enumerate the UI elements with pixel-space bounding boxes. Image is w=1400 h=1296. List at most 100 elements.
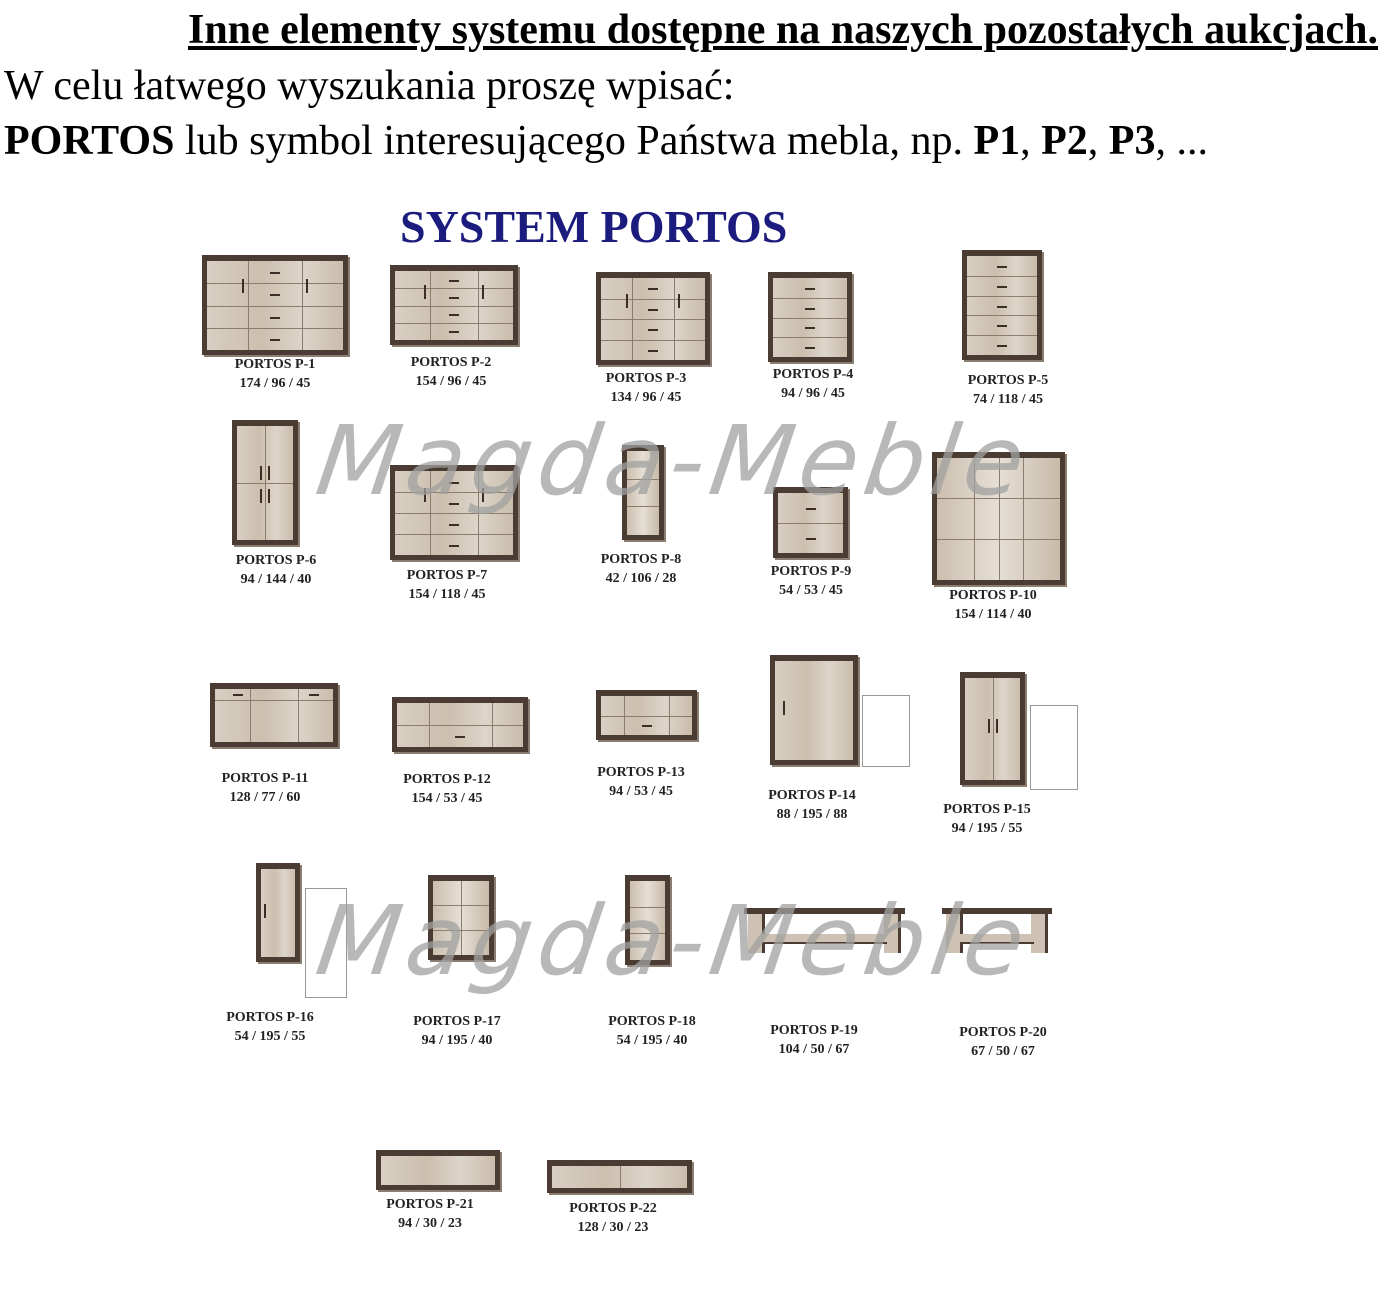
panel-line [992, 678, 994, 780]
hint-sep: , [1020, 118, 1042, 164]
furniture-image [256, 863, 300, 962]
handle-icon [232, 694, 243, 697]
product-dimensions: 174 / 96 / 45 [239, 376, 311, 391]
handle-icon [449, 523, 459, 526]
handle-icon [677, 294, 680, 309]
product-dimensions: 94 / 53 / 45 [609, 784, 673, 799]
product-name: PORTOS P-4 [772, 367, 854, 382]
panel-line [601, 715, 692, 717]
handle-icon [997, 305, 1007, 308]
table-shelf [762, 933, 887, 944]
product-dimensions: 94 / 195 / 55 [951, 821, 1023, 836]
handle-icon [424, 487, 427, 502]
handle-icon [997, 345, 1007, 348]
handle-icon [805, 327, 815, 330]
handle-icon [648, 329, 658, 332]
handle-icon [309, 694, 320, 697]
panel-line [395, 534, 513, 535]
handle-icon [449, 544, 459, 547]
panel-line [297, 689, 299, 742]
panel-line [395, 322, 513, 324]
handle-icon [997, 265, 1007, 268]
table-leg [884, 914, 901, 953]
product-dimensions: 104 / 50 / 67 [778, 1042, 850, 1057]
product-name: PORTOS P-5 [967, 373, 1049, 388]
product-name: PORTOS P-1 [234, 357, 316, 372]
panel-line [207, 283, 343, 285]
hint-p3: P3 [1108, 118, 1156, 164]
product-dimensions: 94 / 144 / 40 [240, 572, 312, 587]
handle-icon [264, 904, 267, 919]
product-dimensions: 154 / 53 / 45 [411, 791, 483, 806]
panel-line [967, 335, 1037, 337]
product-name: PORTOS P-15 [943, 802, 1031, 817]
product-name: PORTOS P-20 [959, 1025, 1047, 1040]
handle-icon [424, 284, 427, 299]
furniture-image [960, 672, 1025, 785]
furniture-image [202, 255, 348, 355]
product-name: PORTOS P-2 [410, 355, 492, 370]
product-dimensions: 94 / 195 / 40 [421, 1033, 493, 1048]
product-dimensions: 74 / 118 / 45 [972, 392, 1044, 407]
product-name: PORTOS P-16 [226, 1010, 314, 1025]
product-dimensions: 54 / 195 / 55 [234, 1029, 306, 1044]
product-name: PORTOS P-9 [770, 564, 852, 579]
furniture-image [596, 272, 710, 365]
panel-line [773, 317, 847, 319]
furniture-diagram [305, 888, 347, 998]
handle-icon [997, 325, 1007, 328]
product-name: PORTOS P-17 [413, 1014, 501, 1029]
panel-line [630, 933, 665, 935]
handle-icon [449, 481, 459, 484]
handle-icon [260, 488, 262, 503]
product-name: PORTOS P-21 [386, 1197, 474, 1212]
furniture-image [744, 908, 905, 958]
catalog-title: SYSTEM PORTOS [400, 201, 788, 252]
handle-icon [260, 465, 262, 480]
panel-line [601, 339, 705, 341]
handle-icon [449, 314, 459, 317]
product-dimensions: 88 / 195 / 88 [776, 807, 848, 822]
furniture-image [232, 420, 298, 545]
panel-line [630, 907, 665, 909]
panel-line [627, 478, 659, 480]
furniture-image [392, 697, 528, 752]
panel-line [773, 297, 847, 299]
handle-icon [449, 296, 459, 299]
product-name: PORTOS P-10 [949, 588, 1037, 603]
handle-icon [995, 718, 998, 733]
product-label: PORTOS P-1 174 / 96 / 45 [235, 355, 316, 393]
handle-icon [270, 294, 280, 297]
heading-other-elements: Inne elementy systemu dostępne na naszyc… [187, 7, 1378, 53]
furniture-diagram [1030, 705, 1078, 790]
handle-icon [648, 349, 658, 352]
product-label: PORTOS P-15 94 / 195 / 55 [943, 800, 1031, 838]
handle-icon [306, 278, 309, 293]
panel-line [619, 1166, 621, 1188]
handle-icon [241, 278, 244, 293]
product-label: PORTOS P-17 94 / 195 / 40 [413, 1012, 501, 1050]
product-dimensions: 54 / 53 / 45 [779, 583, 843, 598]
handle-icon [641, 725, 652, 728]
table-shelf [960, 933, 1034, 944]
panel-line [215, 699, 333, 701]
panel-line [1023, 458, 1025, 580]
panel-line [601, 298, 705, 300]
panel-line [967, 295, 1037, 297]
handle-icon [481, 487, 484, 502]
product-name: PORTOS P-18 [608, 1014, 696, 1029]
handle-icon [648, 308, 658, 311]
product-dimensions: 154 / 114 / 40 [954, 607, 1032, 622]
handle-icon [268, 465, 270, 480]
panel-line [461, 881, 462, 955]
product-dimensions: 154 / 118 / 45 [408, 587, 486, 602]
product-dimensions: 128 / 30 / 23 [577, 1220, 649, 1235]
hint-ellipsis: , ... [1155, 118, 1208, 164]
furniture-diagram [862, 695, 910, 767]
